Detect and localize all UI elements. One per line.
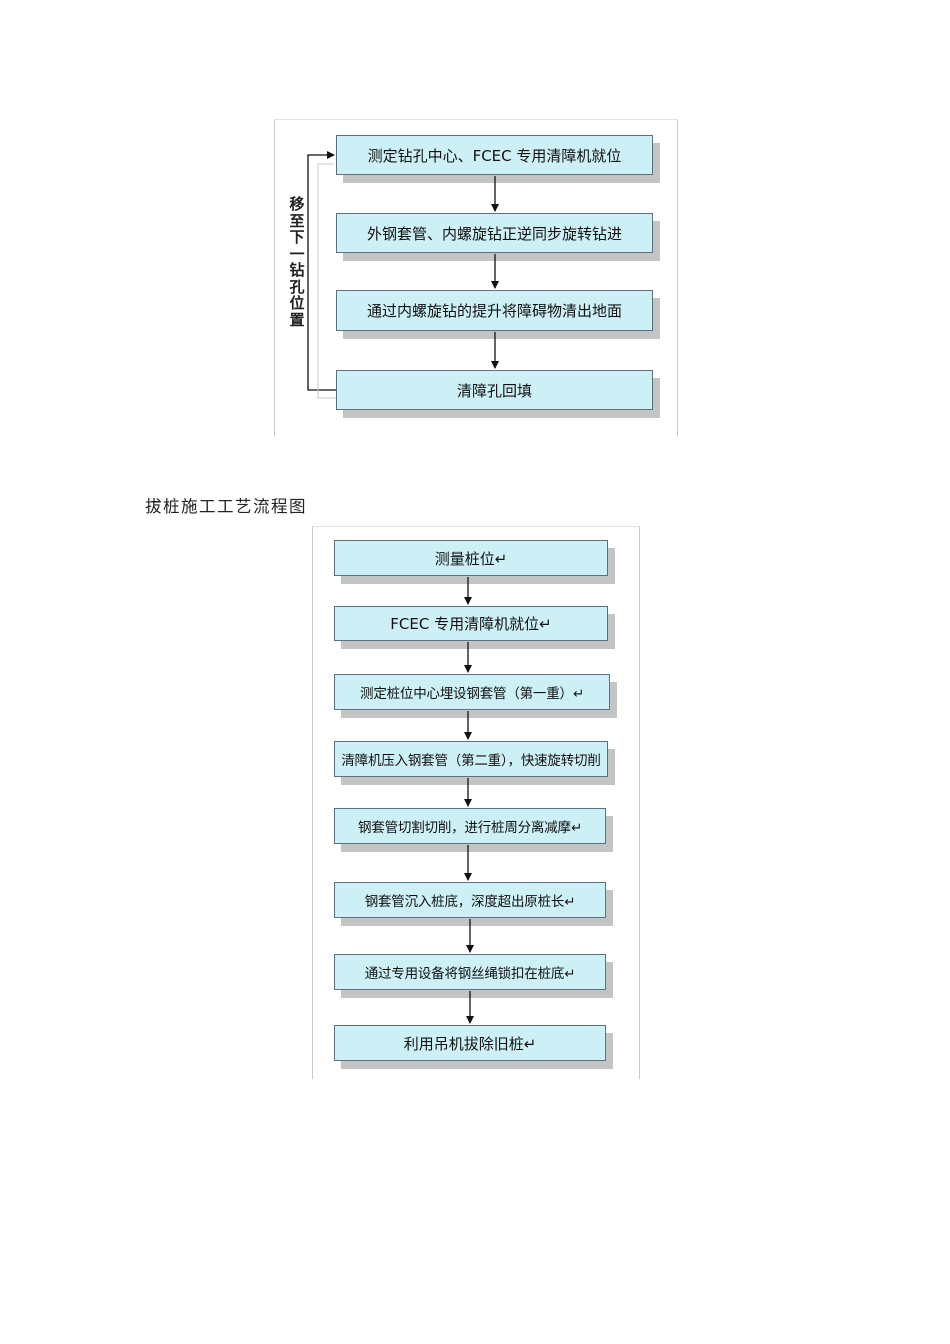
flowchart-1-step-2: 外钢套管、内螺旋钻正逆同步旋转钻进 [336, 213, 653, 253]
loop-back-arrow [307, 151, 336, 391]
flowchart-2-step-5: 钢套管切割切削，进行桩周分离减摩↵ [334, 808, 606, 844]
flowchart-2-step-4: 清障机压入钢套管（第二重），快速旋转切削 [334, 741, 608, 777]
flowchart-1-step-3: 通过内螺旋钻的提升将障碍物清出地面 [336, 290, 653, 331]
flowchart-1-step-1: 测定钻孔中心、FCEC 专用清障机就位 [336, 135, 653, 175]
flowchart-1-step-4: 清障孔回填 [336, 370, 653, 410]
flowchart-2-caption: 拔桩施工工艺流程图 [145, 497, 307, 516]
loop-back-label: 移至下一钻孔位置 [289, 195, 305, 329]
flowchart-2-step-3: 测定桩位中心埋设钢套管（第一重）↵ [334, 674, 610, 710]
flowchart-2-step-8: 利用吊机拔除旧桩↵ [334, 1025, 606, 1061]
flowchart-2-step-6: 钢套管沉入桩底，深度超出原桩长↵ [334, 882, 606, 918]
flowchart-2-step-1: 测量桩位↵ [334, 540, 608, 576]
flowchart-2-step-2: FCEC 专用清障机就位↵ [334, 606, 608, 641]
flowchart-2-step-7: 通过专用设备将钢丝绳锁扣在桩底↵ [334, 954, 606, 990]
